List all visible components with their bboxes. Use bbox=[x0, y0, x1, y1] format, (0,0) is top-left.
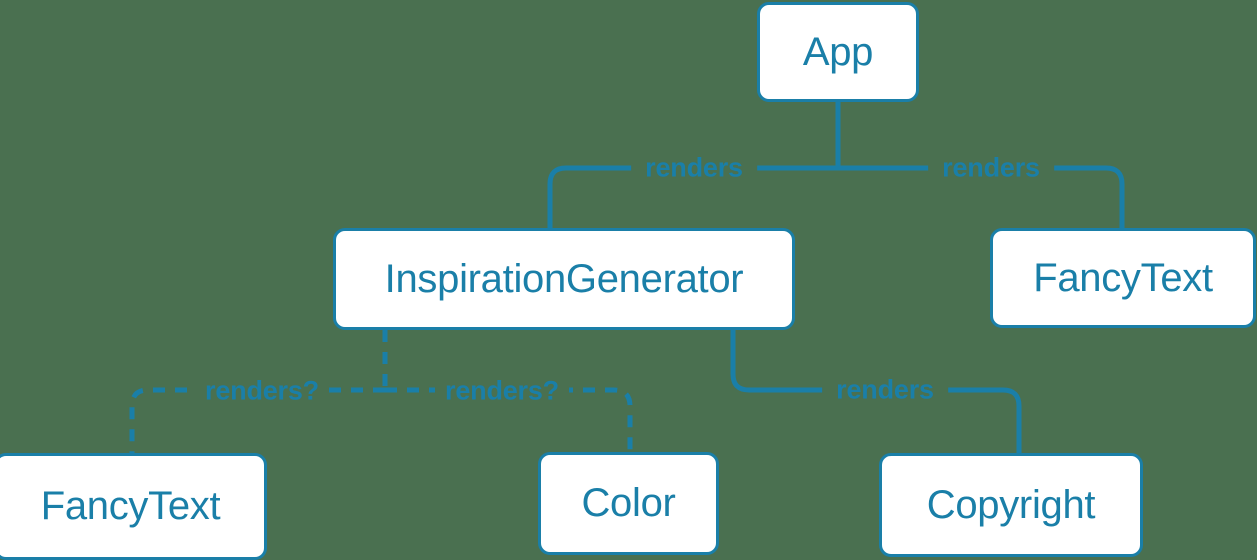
node-color-label: Color bbox=[581, 481, 676, 525]
edge-app-inspiration bbox=[547, 165, 838, 228]
node-fancytext-bottom-label: FancyText bbox=[40, 484, 221, 528]
node-copyright-label: Copyright bbox=[926, 482, 1096, 527]
edge-label-inspiration-fancytext: renders? bbox=[195, 375, 329, 407]
node-inspiration-generator[interactable]: InspirationGenerator bbox=[333, 228, 795, 330]
node-inspiration-generator-label: InspirationGenerator bbox=[384, 256, 744, 301]
edge-label-inspiration-copyright: renders bbox=[822, 374, 948, 406]
edge-app-fancytext bbox=[838, 165, 1125, 228]
node-app-label: App bbox=[802, 29, 874, 74]
node-fancytext-top-label: FancyText bbox=[1033, 255, 1213, 300]
edge-label-app-inspiration: renders bbox=[631, 152, 757, 184]
edge-inspiration-color bbox=[385, 387, 633, 452]
edge-inspiration-fancytext bbox=[129, 387, 385, 453]
node-fancytext-top[interactable]: FancyText bbox=[990, 228, 1256, 328]
node-app[interactable]: App bbox=[757, 2, 919, 102]
node-copyright[interactable]: Copyright bbox=[879, 453, 1143, 557]
node-fancytext-bottom[interactable]: FancyText bbox=[0, 453, 267, 560]
edge-label-inspiration-color: renders? bbox=[435, 375, 569, 407]
node-color[interactable]: Color bbox=[538, 452, 719, 555]
edge-label-app-fancytext: renders bbox=[928, 152, 1054, 184]
